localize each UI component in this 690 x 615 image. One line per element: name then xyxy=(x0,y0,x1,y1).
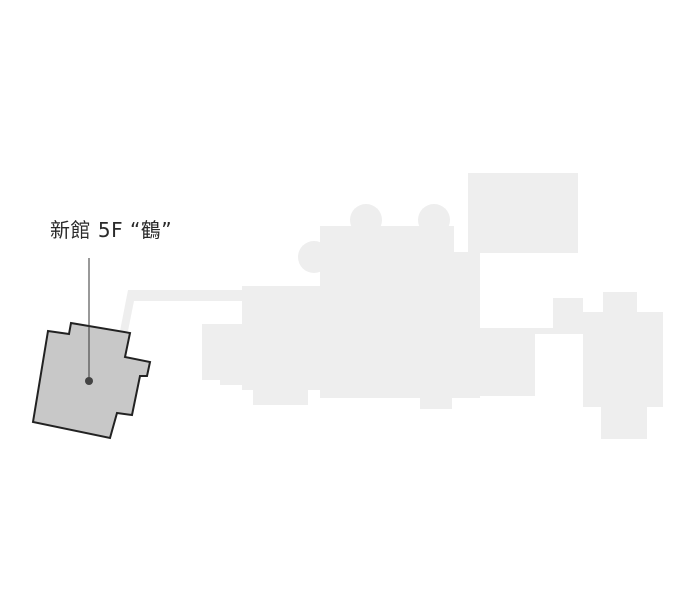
south-bay xyxy=(420,390,452,409)
east-link xyxy=(535,328,585,334)
central-block-lower xyxy=(320,270,480,398)
location-marker xyxy=(85,377,93,385)
round-bay-north-right xyxy=(418,204,450,236)
building-footprint xyxy=(120,173,663,439)
stair-notch xyxy=(454,252,470,274)
corridor xyxy=(120,290,244,331)
round-bay-west xyxy=(298,241,330,273)
east-wing-south xyxy=(601,405,647,439)
east-wing-west xyxy=(553,298,583,328)
north-east-block xyxy=(468,173,578,253)
east-wing xyxy=(583,312,663,407)
east-hall-body xyxy=(480,328,535,396)
east-wing-tower xyxy=(603,292,637,314)
room-label: 新館 5F “鶴” xyxy=(50,218,173,242)
east-hall xyxy=(470,252,480,332)
round-bay-north-left xyxy=(350,204,382,236)
